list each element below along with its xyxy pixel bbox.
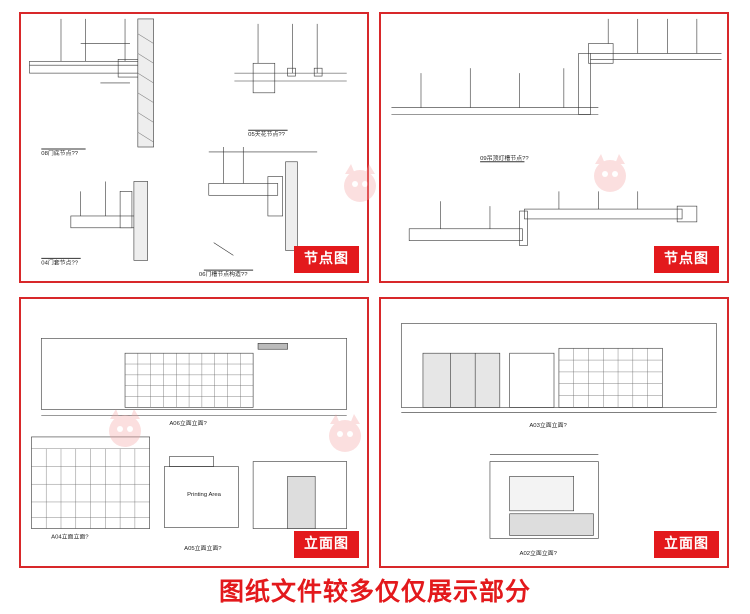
drawing-panel-details-1: 08门底节点?? 05天花节点?? 04门套节点?? 06门槽节点构造?? 节点… bbox=[19, 12, 369, 283]
mascot-watermark-2 bbox=[594, 154, 626, 192]
section-tag-elevation-2: 立面图 bbox=[654, 531, 719, 558]
mascot-watermark-4 bbox=[109, 409, 141, 447]
section-tag-node-drawing-2: 节点图 bbox=[654, 246, 719, 273]
elevation-drawing-2: A03立面立面? A02立面立面? bbox=[400, 323, 717, 557]
detail-drawing-2: 09吊顶灯槽节点?? bbox=[391, 18, 722, 246]
drawing-panel-elevations-2: A03立面立面? A02立面立面? 立面图 bbox=[379, 297, 729, 568]
section-tag-elevation: 立面图 bbox=[294, 531, 359, 558]
elevation-label-a05: A05立面立面? bbox=[184, 544, 222, 552]
mascot-watermark-3 bbox=[329, 414, 361, 452]
bottom-caption: 图纸文件较多仅仅展示部分 bbox=[218, 577, 531, 606]
detail-label-04: 04门套节点?? bbox=[41, 258, 78, 266]
detail-label-09: 09吊顶灯槽节点?? bbox=[480, 154, 529, 162]
elevation-label-a03: A03立面立面? bbox=[529, 421, 567, 429]
drawing-panel-elevations-1: A06立面立面? A04立面立面? A05立面立面? Printing Area… bbox=[19, 297, 369, 568]
elevation-label-a02: A02立面立面? bbox=[520, 549, 558, 557]
mascot-watermark bbox=[344, 164, 376, 202]
room-label: Printing Area bbox=[187, 492, 222, 498]
detail-drawing-1: 08门底节点?? 05天花节点?? 04门套节点?? 06门槽节点构造?? bbox=[29, 18, 347, 278]
section-tag-node-drawing: 节点图 bbox=[294, 246, 359, 273]
elevation-drawing-1: A06立面立面? A04立面立面? A05立面立面? Printing Area bbox=[31, 338, 348, 552]
detail-label-08: 08门底节点?? bbox=[41, 149, 78, 157]
elevation-label-a06: A06立面立面? bbox=[169, 419, 207, 427]
drawing-panel-details-2: 09吊顶灯槽节点?? 节点图 bbox=[379, 12, 729, 283]
detail-label-05: 05天花节点?? bbox=[248, 130, 285, 138]
detail-label-06: 06门槽节点构造?? bbox=[199, 270, 248, 278]
elevation-label-a04: A04立面立面? bbox=[51, 532, 89, 540]
